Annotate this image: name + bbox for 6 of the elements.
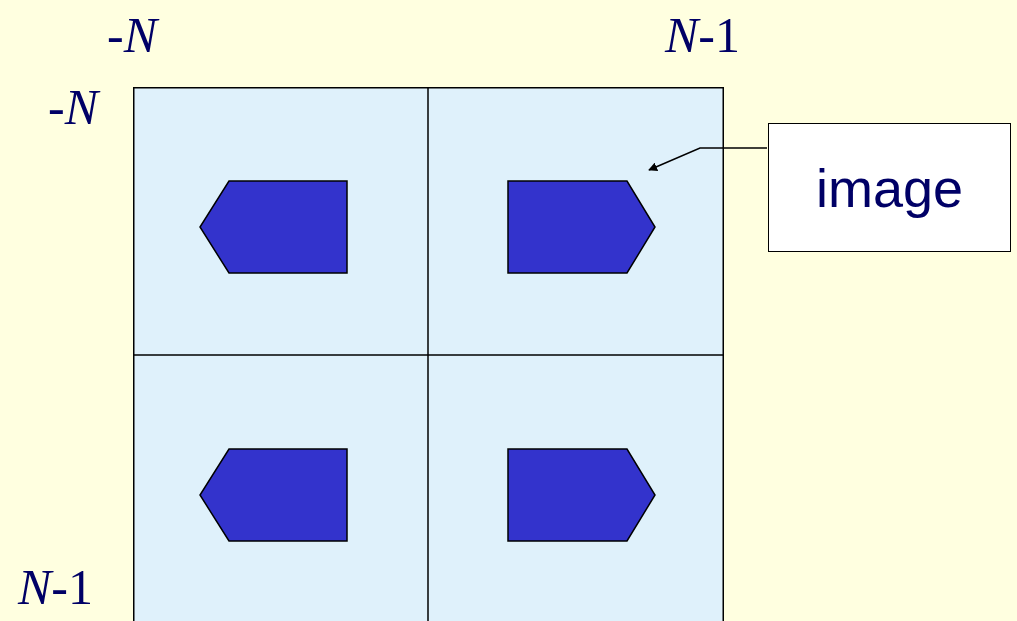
axis-label: N-1 — [18, 562, 93, 612]
callout-box — [768, 123, 1011, 252]
axis-label: N-1 — [665, 10, 740, 60]
callout-text: image — [815, 156, 964, 219]
leader-line — [648, 147, 768, 171]
image-drawing — [133, 87, 724, 621]
